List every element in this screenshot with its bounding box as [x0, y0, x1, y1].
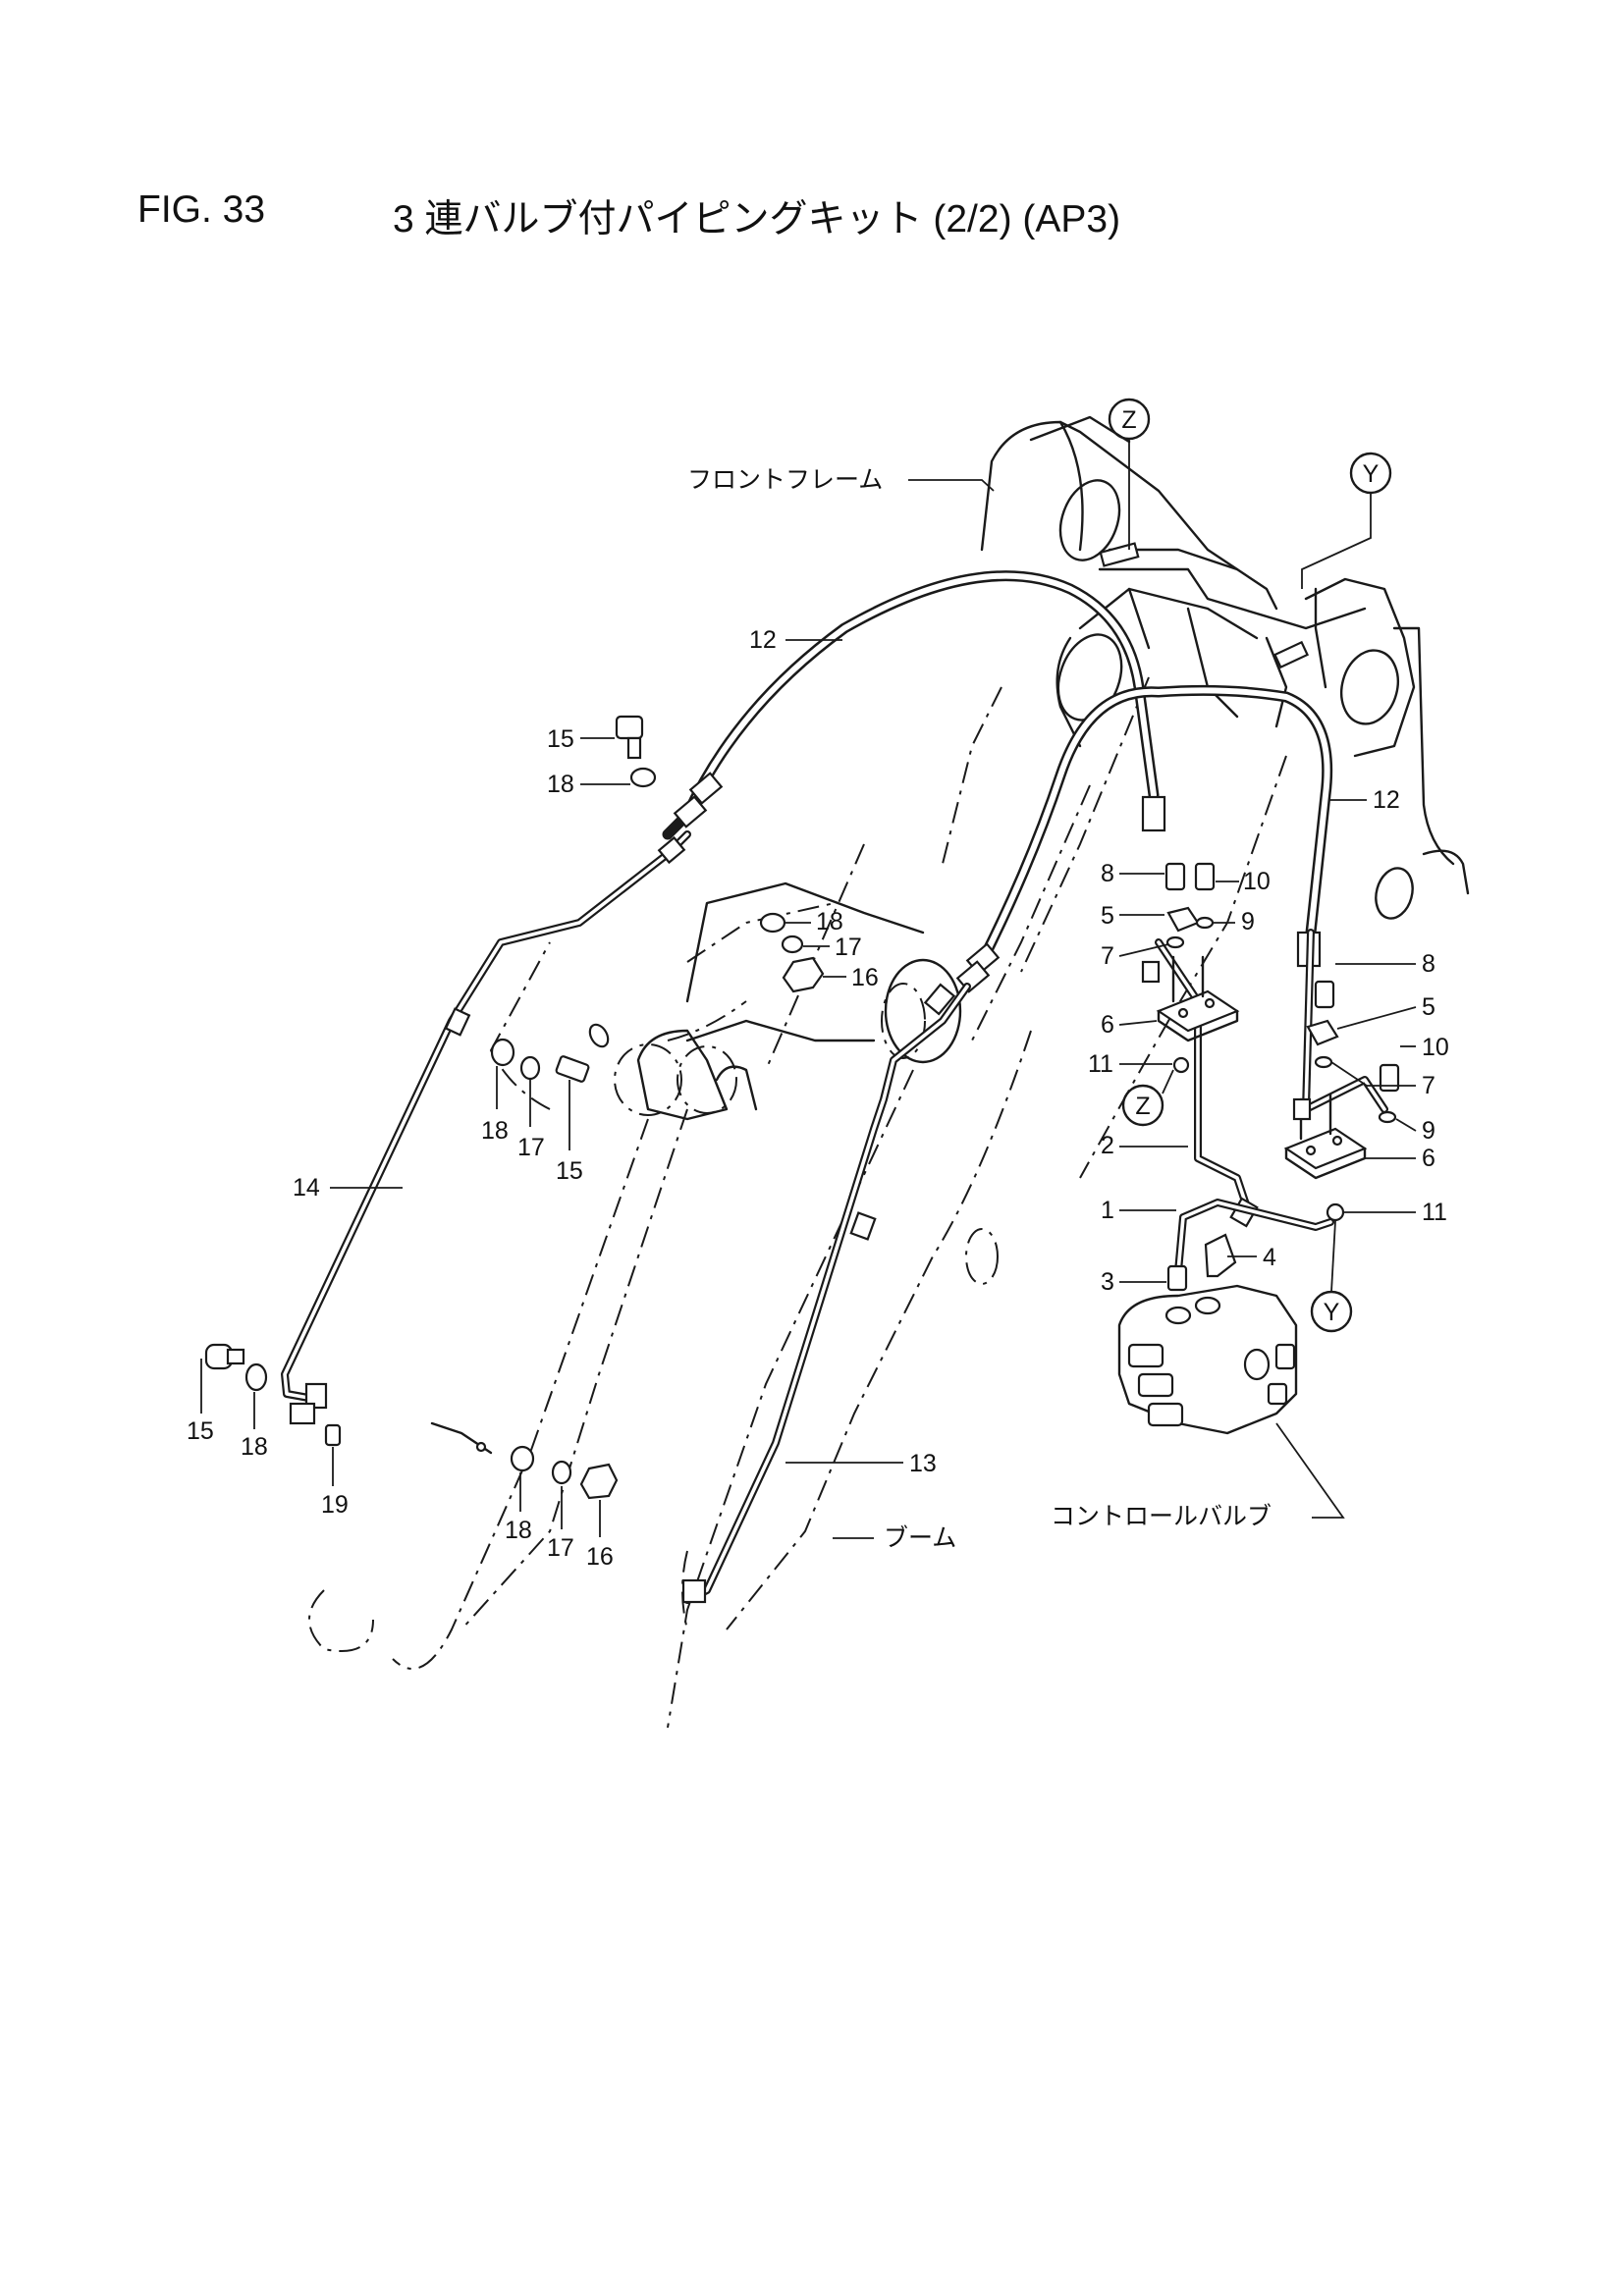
bracket-6-upper — [1141, 955, 1240, 1042]
label-17-bottom: 17 — [547, 1534, 574, 1562]
label-7-b: 7 — [1422, 1072, 1435, 1099]
hardware-set-lower — [1306, 980, 1400, 1222]
callout-control-valve: コントロールバルブ — [1051, 1502, 1272, 1530]
callout-front-frame: フロントフレーム — [687, 465, 883, 494]
label-10-b: 10 — [1422, 1034, 1449, 1061]
view-marker-z-mid: Z — [1121, 1069, 1174, 1127]
label-16-mid: 16 — [851, 964, 879, 991]
svg-text:Y: Y — [1324, 1299, 1340, 1326]
label-3: 3 — [1101, 1268, 1114, 1296]
label-19: 19 — [321, 1491, 349, 1519]
bracket-6-lower — [1283, 1093, 1368, 1180]
label-17-mid: 17 — [835, 934, 862, 961]
figure-number: FIG. 33 — [137, 188, 266, 231]
label-12-right: 12 — [1373, 786, 1400, 814]
label-11-b: 11 — [1422, 1199, 1447, 1226]
pipe-14 — [281, 830, 691, 1425]
hardware-set-upper — [1164, 862, 1216, 1074]
svg-text:Z: Z — [1121, 406, 1136, 434]
label-15-bottom: 15 — [187, 1417, 214, 1445]
boom-outline — [308, 676, 1287, 1729]
svg-text:Z: Z — [1135, 1093, 1150, 1120]
label-17-left: 17 — [517, 1134, 545, 1161]
view-marker-z-top: Z — [1108, 398, 1151, 550]
label-16-bottom: 16 — [586, 1543, 614, 1571]
svg-text:Y: Y — [1363, 460, 1380, 488]
label-15-left: 15 — [556, 1157, 583, 1185]
label-8-a: 8 — [1101, 860, 1114, 887]
hose-12-left — [662, 570, 1166, 840]
label-12-left: 12 — [749, 626, 777, 654]
label-18-left: 18 — [481, 1117, 509, 1145]
label-18-mid: 18 — [816, 908, 843, 935]
label-1: 1 — [1101, 1197, 1114, 1224]
label-4: 4 — [1263, 1244, 1276, 1271]
label-5-a: 5 — [1101, 902, 1114, 930]
label-7-a: 7 — [1101, 942, 1114, 970]
callout-boom: ブーム — [884, 1523, 956, 1552]
figure-title: 3 連バルブ付パイピングキット (2/2) (AP3) — [393, 198, 1121, 240]
label-5-b: 5 — [1422, 993, 1435, 1021]
label-2: 2 — [1101, 1132, 1114, 1159]
label-18-top: 18 — [547, 771, 574, 798]
label-11-a: 11 — [1088, 1050, 1113, 1078]
label-18-bottom-left: 18 — [241, 1433, 268, 1461]
view-marker-y-top: Y — [1301, 452, 1392, 589]
label-9-a: 9 — [1241, 908, 1255, 935]
front-frame-outline — [980, 415, 1470, 920]
label-18-bottom: 18 — [505, 1517, 532, 1544]
label-8-b: 8 — [1422, 950, 1435, 978]
label-6-b: 6 — [1422, 1145, 1435, 1172]
label-15-top: 15 — [547, 725, 574, 753]
pipe-13 — [681, 983, 971, 1604]
label-13: 13 — [909, 1450, 937, 1477]
label-9-b: 9 — [1422, 1117, 1435, 1145]
label-6-a: 6 — [1101, 1011, 1114, 1039]
hardware-left — [204, 715, 825, 1500]
label-14: 14 — [293, 1174, 320, 1201]
pipe-1 — [1174, 929, 1388, 1275]
control-valve — [1117, 1233, 1298, 1435]
part-labels: 12 12 15 18 18 17 16 18 17 15 14 15 18 — [187, 626, 1449, 1571]
boom-cylinder — [588, 881, 962, 1121]
label-10-a: 10 — [1243, 868, 1271, 895]
view-marker-y-bottom: Y — [1310, 1220, 1353, 1333]
